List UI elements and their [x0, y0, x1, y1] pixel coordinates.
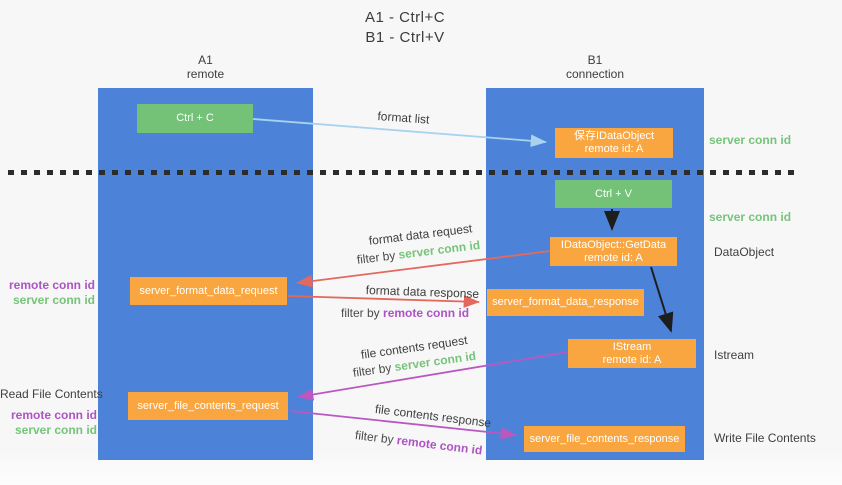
dataobject-label: DataObject	[714, 245, 775, 259]
write-file-contents-label: Write File Contents	[714, 431, 816, 445]
node-server-file-contents-response: server_file_contents_response	[524, 426, 685, 452]
file-contents-response-label: file contents response	[374, 402, 492, 431]
remote-conn-id-key: remote conn id	[383, 306, 470, 320]
format-data-response-filter: filter by remote conn id	[341, 306, 469, 320]
node-ctrl-v: Ctrl + V	[555, 180, 672, 208]
filter-by-text: filter by	[356, 248, 397, 267]
node-istream-line2: remote id: A	[602, 353, 662, 366]
lifeline-a1-id: A1	[198, 53, 213, 67]
server-conn-id-label-top: server conn id	[709, 133, 792, 147]
node-getdata-line2: remote id: A	[584, 251, 643, 264]
remote-conn-id-label: remote conn id	[10, 408, 97, 422]
lifeline-b1-id: B1	[587, 53, 603, 67]
node-save-idataobject-line2: remote id: A	[584, 143, 644, 155]
phase-separator-dotted-line	[8, 170, 797, 175]
remote-conn-id-label: remote conn id	[8, 278, 95, 292]
node-idataobject-getdata: IDataObject::GetData remote id: A	[550, 237, 677, 266]
server-conn-id-label: server conn id	[14, 423, 97, 437]
lifeline-header-a1: A1 remote	[98, 53, 313, 81]
node-save-idataobject: 保存IDataObject remote id: A	[555, 128, 673, 158]
left-conn-id-block-bottom: remote conn id server conn id	[0, 408, 97, 438]
lifeline-header-b1: B1 connection	[486, 53, 704, 81]
format-data-response-label: format data response	[365, 283, 480, 301]
left-conn-id-block-top: remote conn id server conn id	[0, 278, 95, 308]
node-ctrl-c: Ctrl + C	[137, 104, 253, 133]
server-conn-id-label-mid: server conn id	[709, 210, 792, 224]
node-file-request-label: server_file_contents_request	[137, 399, 279, 412]
node-istream-line1: IStream	[612, 340, 652, 353]
node-server-file-contents-request: server_file_contents_request	[128, 392, 288, 420]
filter-by-text: filter by	[341, 306, 380, 320]
node-format-response-label: server_format_data_response	[492, 296, 639, 308]
node-ctrl-c-label: Ctrl + C	[176, 112, 214, 124]
remote-conn-id-key: remote conn id	[396, 433, 484, 458]
server-conn-id-label: server conn id	[12, 293, 95, 307]
node-getdata-line1: IDataObject::GetData	[560, 238, 667, 251]
format-list-label: format list	[377, 109, 430, 127]
lifeline-a1-role: remote	[186, 67, 225, 81]
node-save-idataobject-line1: 保存IDataObject	[573, 130, 655, 142]
node-istream: IStream remote id: A	[568, 339, 696, 368]
node-format-request-label: server_format_data_request	[139, 284, 278, 297]
istream-label: Istream	[714, 348, 755, 362]
diagram-title-line1: A1 - Ctrl+C	[364, 9, 446, 26]
filter-by-text: filter by	[354, 428, 395, 447]
diagram-title: A1 - Ctrl+C B1 - Ctrl+V	[320, 8, 490, 48]
node-file-response-label: server_file_contents_response	[529, 432, 680, 445]
file-contents-response-filter: filter by remote conn id	[354, 428, 483, 458]
filter-by-text: filter by	[352, 360, 393, 380]
diagram-title-line2: B1 - Ctrl+V	[365, 29, 445, 46]
lifeline-b1-role: connection	[565, 67, 625, 81]
read-file-contents-label: Read File Contents	[0, 387, 103, 401]
node-server-format-data-response: server_format_data_response	[487, 289, 644, 316]
node-ctrl-v-label: Ctrl + V	[595, 187, 632, 200]
node-server-format-data-request: server_format_data_request	[130, 277, 287, 305]
